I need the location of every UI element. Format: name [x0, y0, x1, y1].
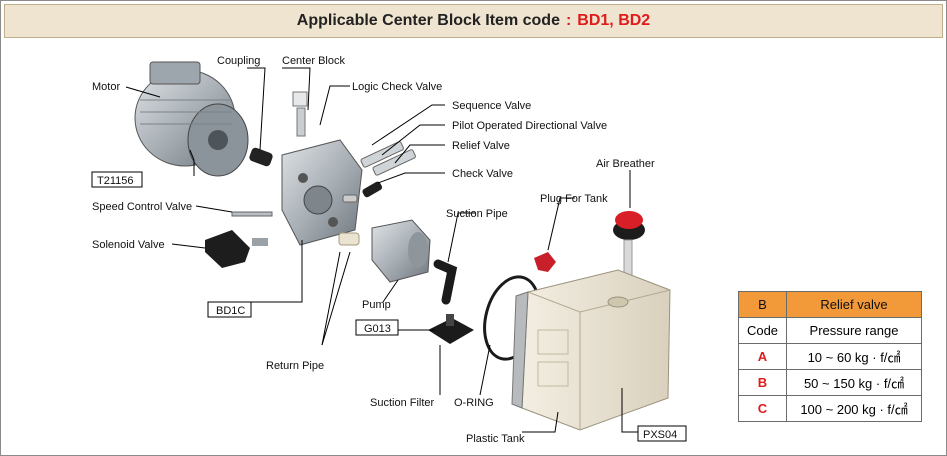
code-box-pump	[355, 319, 399, 336]
label-motor: Motor	[92, 81, 120, 93]
title-colon: :	[565, 12, 572, 29]
label-o-ring: O-RING	[454, 397, 494, 409]
coupling-part	[249, 147, 273, 167]
code-motor: T21156	[97, 175, 134, 187]
label-relief-valve: Relief Valve	[452, 140, 510, 152]
return-pipe-part	[338, 232, 360, 246]
table-row: B 50 ~ 150 kg · f/㎠	[738, 369, 922, 396]
code-tank: PXS04	[643, 429, 677, 441]
row-code: A	[738, 343, 787, 370]
leader-lines	[125, 67, 640, 433]
label-plastic-tank: Plastic Tank	[466, 433, 525, 445]
row-range: 50 ~ 150 kg · f/㎠	[786, 369, 922, 396]
plastic-tank-part	[511, 269, 671, 431]
label-solenoid-valve: Solenoid Valve	[92, 239, 165, 251]
suction-filter-part	[428, 314, 474, 344]
label-plug-for-tank: Plug For Tank	[540, 193, 608, 205]
row-code: B	[738, 369, 787, 396]
table-row: A 10 ~ 60 kg · f/㎠	[738, 343, 922, 370]
code-block: BD1C	[216, 305, 245, 317]
label-sequence-valve: Sequence Valve	[452, 100, 531, 112]
cartridge-valves-part	[342, 141, 416, 203]
label-speed-control-valve: Speed Control Valve	[92, 201, 192, 213]
row-range: 10 ~ 60 kg · f/㎠	[786, 343, 922, 370]
table-header-row: B Relief valve	[738, 291, 922, 318]
logic-check-valve-part	[292, 91, 308, 137]
row-range: 100 ~ 200 kg · f/㎠	[786, 395, 922, 422]
relief-valve-table: B Relief valve Code Pressure range A 10 …	[738, 291, 922, 422]
label-center-block: Center Block	[282, 55, 345, 67]
label-coupling: Coupling	[217, 55, 260, 67]
label-check-valve: Check Valve	[452, 168, 513, 180]
label-suction-filter: Suction Filter	[370, 397, 435, 409]
header-relief-valve: Relief valve	[786, 291, 922, 318]
air-breather-part	[613, 211, 645, 285]
plug-for-tank-part	[534, 252, 556, 272]
title-codes: BD1, BD2	[577, 12, 651, 29]
pump-part	[371, 219, 431, 283]
label-logic-check-valve: Logic Check Valve	[352, 81, 442, 93]
header-b: B	[738, 291, 787, 318]
center-block-part	[281, 139, 363, 246]
table-row: C 100 ~ 200 kg · f/㎠	[738, 395, 922, 422]
code-box-block	[207, 301, 252, 318]
title-bar: Applicable Center Block Item code : BD1,…	[4, 4, 943, 38]
subheader-pressure-range: Pressure range	[786, 317, 922, 344]
subheader-code: Code	[738, 317, 787, 344]
row-code: C	[738, 395, 787, 422]
suction-pipe-part	[433, 259, 458, 305]
solenoid-valve-part	[205, 230, 268, 268]
code-pump: G013	[364, 323, 391, 335]
label-pilot-valve: Pilot Operated Directional Valve	[452, 120, 607, 132]
title-text: Applicable Center Block Item code	[296, 12, 560, 29]
code-box-motor	[91, 171, 143, 188]
table-subheader-row: Code Pressure range	[738, 317, 922, 344]
label-suction-pipe: Suction Pipe	[446, 208, 508, 220]
label-air-breather: Air Breather	[596, 158, 655, 170]
speed-control-valve-part	[231, 211, 273, 217]
label-pump: Pump	[362, 299, 391, 311]
code-box-tank	[637, 425, 687, 442]
label-return-pipe: Return Pipe	[266, 360, 324, 372]
motor-part	[134, 61, 249, 177]
